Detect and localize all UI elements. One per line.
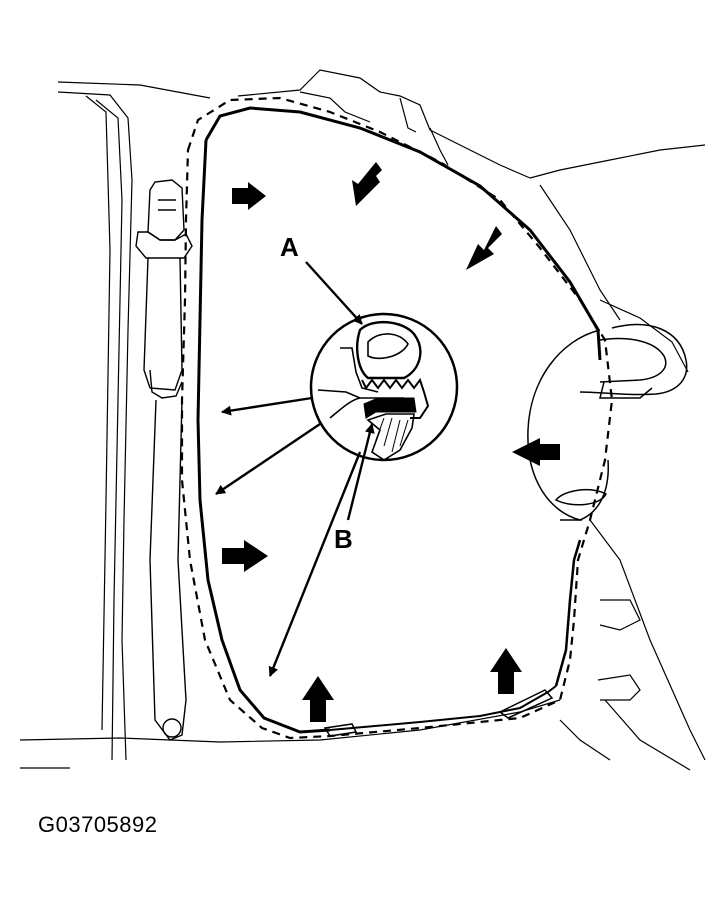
callout-arrows bbox=[215, 261, 375, 677]
push-arrow-icon bbox=[352, 162, 382, 206]
callout-arrow-b bbox=[346, 423, 375, 521]
figure-code: G03705892 bbox=[38, 812, 158, 837]
push-arrow-icon bbox=[232, 182, 266, 210]
seal-profile-magnifier-icon bbox=[309, 312, 459, 462]
push-arrow-icon bbox=[466, 226, 502, 270]
callout-arrow-a bbox=[305, 261, 363, 325]
window-glass-outline bbox=[204, 106, 602, 361]
callout-arrow-left-lower bbox=[215, 423, 321, 495]
seat-belt bbox=[135, 179, 193, 741]
callout-label-a: A bbox=[280, 232, 299, 262]
callout-arrow-bottom bbox=[268, 451, 362, 677]
callout-label-b: B bbox=[334, 524, 353, 554]
callout-arrow-left-upper bbox=[221, 396, 313, 416]
push-arrows bbox=[222, 162, 560, 722]
pillar-trim-dashed-line bbox=[180, 96, 614, 740]
mirror-housing bbox=[527, 323, 688, 521]
push-arrow-icon bbox=[302, 676, 334, 722]
push-arrow-icon bbox=[512, 438, 560, 466]
push-arrow-icon bbox=[490, 648, 522, 694]
push-arrow-icon bbox=[222, 540, 268, 572]
